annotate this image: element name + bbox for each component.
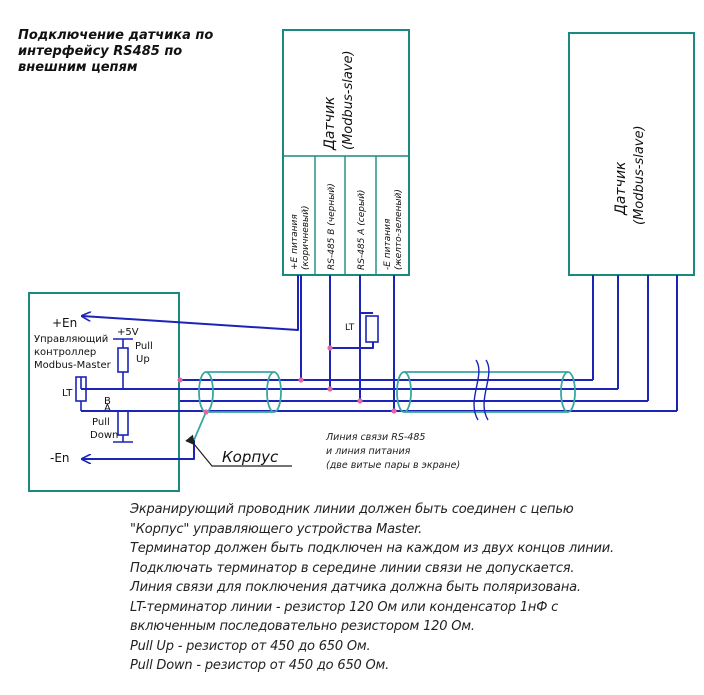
line-caption-2: и линия питания [326,446,411,457]
line-caption-1: Линия связи RS-485 [325,432,425,443]
sensor-right-protocol: (Modbus-slave) [632,125,647,225]
minus-en-label: -En [50,451,70,465]
sensor-left-protocol: (Modbus-slave) [341,50,356,150]
pull-down-resistor [117,410,129,436]
controller-label-1: Управляющий [34,334,108,345]
line-caption-3: (две витые пары в экране) [326,460,460,471]
sensor-left: Датчик (Modbus-slave) +E питания (коричн… [282,29,410,276]
pull-up-label-1: Pull [135,341,153,352]
terminal-2-label: RS-485 B (черный) [327,183,337,270]
sensor-right: Датчик (Modbus-slave) [568,32,695,276]
controller-label-3: Modbus-Master [34,360,112,371]
note-line: LT-терминатор линии - резистор 120 Ом ил… [130,599,559,615]
plus-en-label: +En [52,316,77,330]
note-line: Pull Down - резистор от 450 до 650 Ом. [130,658,390,673]
pull-down-label-2: Down [90,430,118,441]
title-line-2: интерфейсу RS485 по [18,44,183,59]
note-line: Линия связи для поключения датчика должн… [130,580,581,595]
terminal-4-label: -E питания [383,218,393,270]
terminal-3-label: RS-485 A (серый) [357,190,367,270]
note-line: Подключать терминатор в середине линии с… [130,560,575,576]
terminal-4-color: (желто-зеленый) [394,189,404,270]
controller: Управляющий контроллер Modbus-Master +5V… [28,292,180,492]
line-b-label: B [104,396,111,407]
junctions [177,345,397,415]
terminal-1-label: +E питания [290,214,300,270]
controller-lt-label: LT [62,388,73,399]
pull-up-label-2: Up [136,354,150,365]
note-line: включенным последовательно резистором 12… [130,619,475,634]
diagram-title: Подключение датчика по интерфейсу RS485 … [18,28,238,76]
housing-pointer: Корпус [185,434,292,467]
housing-label: Корпус [222,448,279,466]
controller-label-2: контроллер [34,347,96,358]
sensor-right-name: Датчик [613,161,629,216]
line-a-label: A [104,403,111,414]
midline-lt-resistor [365,315,379,343]
pull-down-label-1: Pull [92,417,110,428]
title-line-3: внешним цепям [18,60,138,75]
midline-lt-label: LT [345,323,355,333]
sensor-left-name: Датчик [322,96,338,151]
terminal-1-color: (коричневый) [301,205,311,270]
note-line: "Корпус" управляющего устройства Master. [130,521,423,537]
pull-up-resistor [117,347,129,373]
supply-5v-label: +5V [117,327,139,338]
title-line-1: Подключение датчика по [18,28,214,43]
note-line: Pull Up - резистор от 450 до 650 Ом. [130,638,371,654]
bus-wires [81,275,678,459]
notes-block: Экранирующий проводник линии должен быть… [130,500,690,676]
note-line: Экранирующий проводник линии должен быть… [130,502,574,517]
note-line: Терминатор должен быть подключен на кажд… [130,541,614,556]
